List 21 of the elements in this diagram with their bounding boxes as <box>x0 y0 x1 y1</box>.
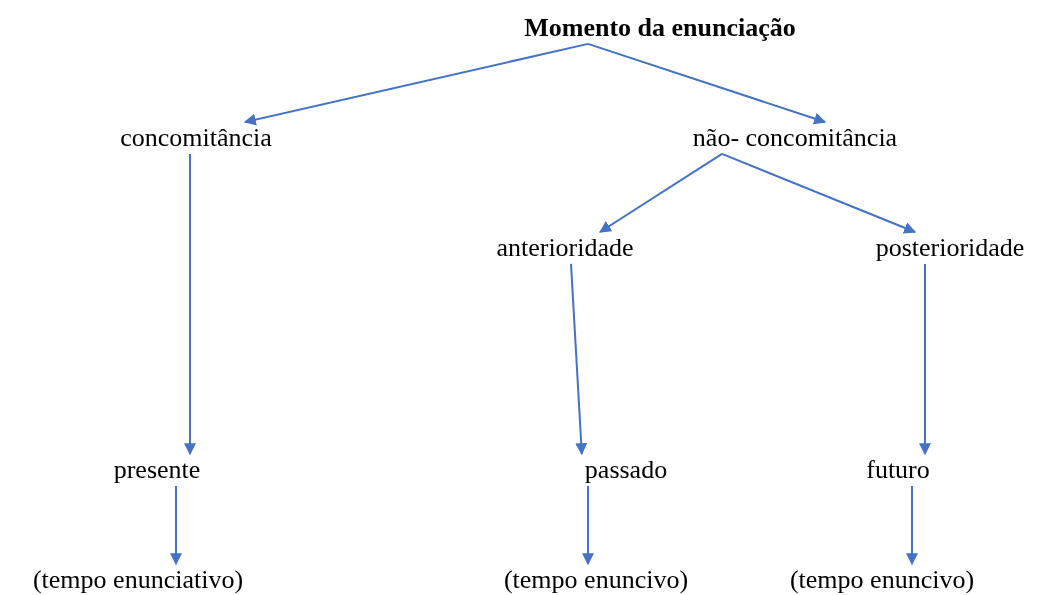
concept-label: concomitância <box>117 122 275 154</box>
concept-label: (tempo enuncivo) <box>786 564 978 595</box>
concept-label: posterioridade <box>872 232 1028 264</box>
arrow <box>243 42 589 126</box>
concept-label: passado <box>581 454 671 486</box>
arrow <box>599 152 723 233</box>
concept-label: presente <box>110 454 204 486</box>
concept-label: (tempo enuncivo) <box>500 564 692 595</box>
arrow <box>184 152 196 456</box>
concept-label: futuro <box>863 454 933 486</box>
arrow <box>570 262 588 456</box>
concept-label: não- concomitância <box>689 122 901 154</box>
arrow <box>170 484 182 566</box>
concept-label: (tempo enunciativo) <box>29 564 247 595</box>
arrow <box>582 484 594 566</box>
arrow <box>919 262 931 456</box>
concept-label: anterioridade <box>493 232 637 264</box>
arrow <box>906 484 918 566</box>
concept-label: Momento da enunciação <box>521 12 799 44</box>
arrow <box>721 152 917 234</box>
arrow <box>587 42 827 125</box>
